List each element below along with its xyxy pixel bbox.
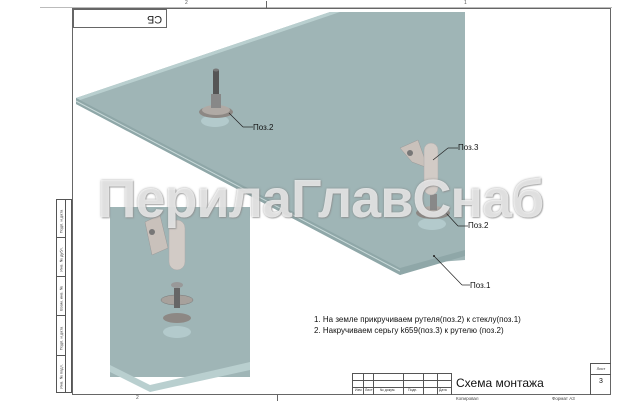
sheet-number-box: Лист 3 — [590, 363, 611, 395]
zone-ruler-bottom: 2 — [40, 395, 600, 401]
zone-label: 1 — [464, 0, 467, 6]
zone-label: 2 — [185, 0, 188, 6]
header-date: Дата — [439, 388, 447, 392]
side-cell: Инв. № дубл. — [57, 238, 65, 277]
note-item: 1. На земле прикручиваем рутеля(поз.2) к… — [314, 315, 521, 324]
callout-pos3: Поз.3 — [458, 143, 479, 152]
side-cell: Инв. № подл. — [58, 364, 64, 389]
header-doc-no: № докум. — [380, 388, 396, 392]
document-code-box: СБ — [73, 9, 167, 28]
header-list: Лист — [365, 388, 373, 392]
zone-ruler-top: 2 1 — [40, 0, 612, 8]
exploded-fitting — [144, 214, 194, 338]
note-item: 2. Накручиваем серьгу k659(поз.3) к руте… — [314, 326, 504, 335]
zone-label: 2 — [136, 395, 139, 401]
format-label: Формат А3 — [552, 396, 575, 401]
side-cell: Подп. и дата — [57, 200, 65, 238]
sheet-label: Лист — [591, 364, 611, 375]
copied-label: Копировал — [456, 396, 479, 401]
sheet-number: 3 — [599, 378, 603, 385]
earring-fitting-right — [399, 139, 450, 230]
side-cell: Подп. и дата — [57, 316, 65, 356]
title-block: Изм Лист № докум. Подп. Дата Схема монта… — [352, 363, 611, 395]
drawing-title: Схема монтажа — [456, 376, 544, 390]
title-block-footer: Копировал Формат А3 — [352, 396, 611, 404]
drawing-frame — [72, 8, 611, 395]
assembly-notes: 1. На земле прикручиваем рутеля(поз.2) к… — [314, 314, 521, 336]
side-stamp-strip: Подп. и дата Инв. № дубл. Взам. инв. № П… — [56, 199, 72, 393]
glass-panel — [76, 12, 465, 275]
header-izm: Изм — [355, 388, 362, 392]
callout-pos2-upper: Поз.2 — [253, 123, 274, 132]
side-cell: Взам. инв. № — [57, 277, 65, 316]
header-sign: Подп. — [408, 388, 418, 392]
callout-pos2-right: Поз.2 — [468, 221, 489, 230]
zone-divider — [277, 395, 278, 401]
revision-grid: Изм Лист № докум. Подп. Дата — [352, 373, 452, 395]
router-fitting-upper — [199, 68, 233, 127]
callout-pos1: Поз.1 — [470, 281, 491, 290]
zone-divider — [266, 1, 267, 8]
